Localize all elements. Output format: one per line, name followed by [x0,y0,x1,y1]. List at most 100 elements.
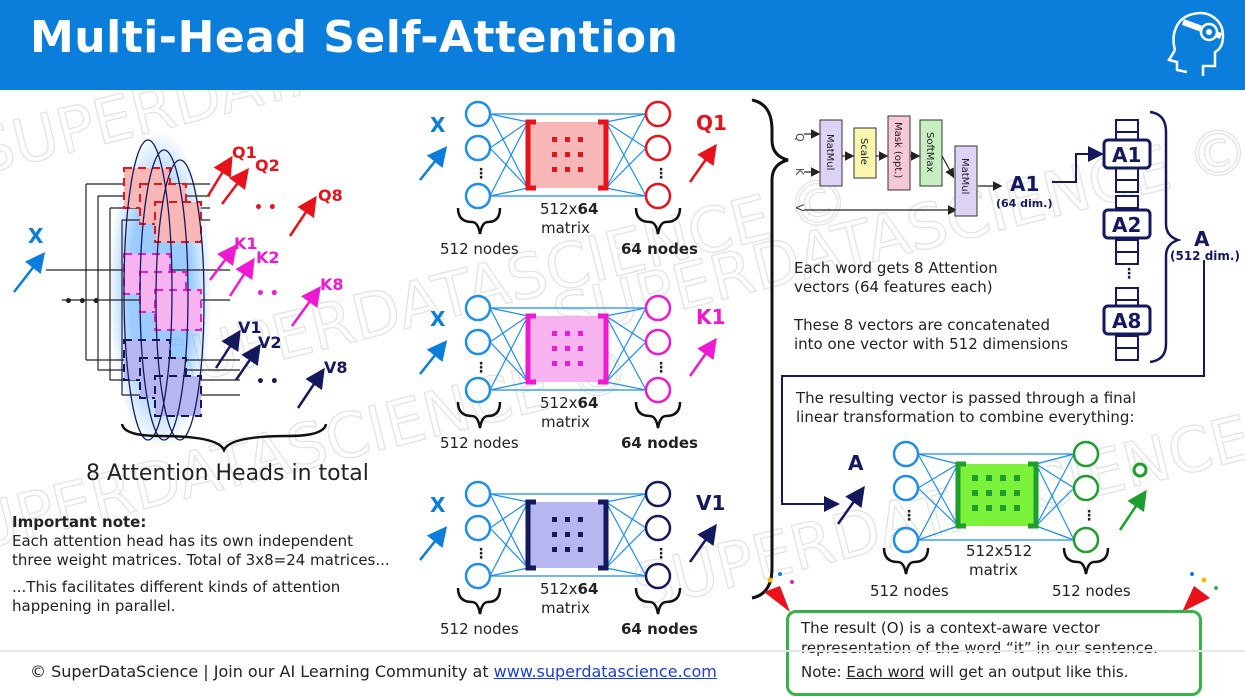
result-note-box: The result (O) is a context-aware vector… [786,610,1202,696]
output-node [1072,440,1100,468]
v8-label: V8 [324,358,348,377]
important-note-line1: Each attention head has its own independ… [12,532,354,550]
output-node [644,562,672,590]
network-input-label: X [430,307,446,331]
q8-label: Q8 [318,186,343,205]
network-input-label: X [430,113,446,137]
network-output-label: Q1 [696,111,727,135]
input-node [464,182,492,210]
input-node [464,100,492,128]
final-left-nodes: 512 nodes [870,582,949,600]
output-node [644,376,672,404]
svg-text:K: K [793,168,806,176]
input-node [892,474,920,502]
footer-link[interactable]: www.superdatascience.com [493,662,717,681]
right-nodes-label: 64 nodes [621,240,698,258]
important-note-line4: happening in parallel. [12,597,176,615]
svg-text:• • •: • • • [64,294,101,310]
svg-text:MatMul: MatMul [959,158,970,194]
svg-text:⋮: ⋮ [1082,508,1096,524]
q2-label: Q2 [255,156,280,175]
matrix-size-label: 512x64 [540,394,598,412]
output-node [644,100,672,128]
output-node [644,328,672,356]
matrix-size-label: 512x64 [540,200,598,218]
important-note-line2: three weight matrices. Total of 3x8=24 m… [12,551,390,569]
final-intro-line1: The resulting vector is passed through a… [796,389,1137,407]
svg-text:⋮: ⋮ [1122,266,1136,282]
left-nodes-label: 512 nodes [440,620,519,638]
input-node [464,294,492,322]
v2-label: V2 [258,333,282,352]
final-matrix-word: matrix [969,561,1018,579]
attention-heads-panel: X • • • [13,130,348,454]
input-x-label: X [28,224,44,248]
result-line2: representation of the word “it” in our s… [801,639,1158,657]
matrix-word-label: matrix [541,219,590,237]
footer: © SuperDataScience | Join our AI Learnin… [30,662,717,681]
a1-dim-label: (64 dim.) [996,197,1052,210]
important-note-line3: ...This facilitates different kinds of a… [12,578,341,596]
left-nodes-label: 512 nodes [440,240,519,258]
desc-8-vectors-line2: vectors (64 features each) [794,278,993,296]
concat-a-label: A [1194,227,1210,251]
input-node [464,514,492,542]
heads-caption: 8 Attention Heads in total [86,461,369,486]
stack-chip-a1 [1102,138,1152,170]
right-nodes-label: 64 nodes [621,620,698,638]
party-popper-icon-right [1182,572,1218,612]
final-matrix-size: 512x512 [966,542,1032,560]
q1-label: Q1 [232,143,257,162]
brain-head-icon [1167,11,1225,76]
desc-concat-line2: into one vector with 512 dimensions [794,335,1069,353]
output-node [644,514,672,542]
scaled-dot-product-attention: Q K V MatMul Scale Mask (opt.) SoftMax M… [793,115,1104,217]
final-input-label: A [848,451,864,475]
footer-text: © SuperDataScience | Join our AI Learnin… [30,662,494,681]
stack-chip-a2 [1102,208,1152,240]
svg-text:Q: Q [793,133,806,142]
matrix-word-label: matrix [541,413,590,431]
svg-text:Mask (opt.): Mask (opt.) [892,122,903,178]
svg-text:SoftMax: SoftMax [924,132,935,172]
header-bar: Multi-Head Self-Attention [0,0,1245,90]
svg-text:• •: • • [254,200,277,216]
input-node [464,376,492,404]
result-line1: The result (O) is a context-aware vector [801,619,1100,637]
desc-concat-line1: These 8 vectors are concatenated [794,316,1051,334]
input-node [464,328,492,356]
svg-text:⋮: ⋮ [902,508,916,524]
left-nodes-label: 512 nodes [440,434,519,452]
input-node [464,480,492,508]
important-note-title: Important note: [12,513,147,531]
network-output-label: V1 [696,491,725,515]
input-node [464,562,492,590]
concat-dim-label: (512 dim.) [1170,249,1240,263]
svg-text:• •: • • [256,374,279,390]
input-node [892,526,920,554]
svg-text:⋮: ⋮ [654,166,668,182]
svg-text:⋮: ⋮ [474,546,488,562]
network-output-label: K1 [696,305,725,329]
svg-text:A2: A2 [1112,213,1141,237]
k1-label: K1 [234,234,258,253]
svg-text:⋮: ⋮ [654,360,668,376]
k2-label: K2 [256,248,280,267]
output-node [644,134,672,162]
output-node [644,294,672,322]
input-node [464,134,492,162]
output-node [644,480,672,508]
svg-text:⋮: ⋮ [474,166,488,182]
network-input-label: X [430,493,446,517]
final-intro-line2: linear transformation to combine everyth… [796,408,1135,426]
output-weight-matrix [958,464,1036,526]
v1-label: V1 [238,318,262,337]
final-output-o [1132,462,1148,478]
svg-text:A1: A1 [1112,143,1141,167]
desc-8-vectors-line1: Each word gets 8 Attention [794,259,998,277]
